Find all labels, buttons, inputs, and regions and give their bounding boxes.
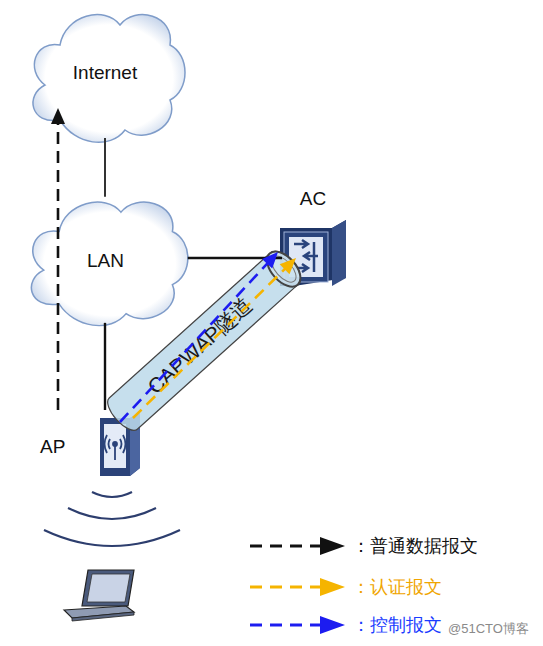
node-label: AP [40,436,65,458]
connector-line [133,265,289,418]
connector-line [120,259,271,422]
link-line [188,258,282,259]
node-label: Internet [20,62,190,84]
watermark: @51CTO博客 [448,620,529,638]
dashed-arrow [133,258,296,418]
legend-arrowhead [320,537,345,555]
node-label: LAN [18,250,193,272]
connector-line [188,257,282,259]
legend-samples [250,546,330,625]
legend-entry: ：认证报文 [352,575,442,599]
arrowhead [262,252,278,268]
connector-line [104,323,106,410]
node-label: AC [278,188,348,210]
link-line [105,323,106,410]
connector-line [57,118,60,410]
connector-line [104,138,106,197]
arrowhead [280,258,296,274]
legend-text: ：控制报文 [352,615,442,635]
legend-entry: ：普通数据报文 [352,534,478,558]
legend-arrowhead [320,578,345,596]
legend-entry: ：控制报文 [352,613,442,637]
dashed-arrow [51,108,65,410]
cloud-node: Internet [20,0,190,150]
laptop-symbol [64,570,134,621]
dashed-arrow [120,252,278,422]
legend-text: ：认证报文 [352,577,442,597]
arrowhead [51,108,65,124]
legend-text: ：普通数据报文 [352,536,478,556]
link-line [105,138,106,197]
legend-arrowhead [320,616,345,634]
wireless-waves [44,492,180,546]
cloud-node: LAN [18,188,193,333]
